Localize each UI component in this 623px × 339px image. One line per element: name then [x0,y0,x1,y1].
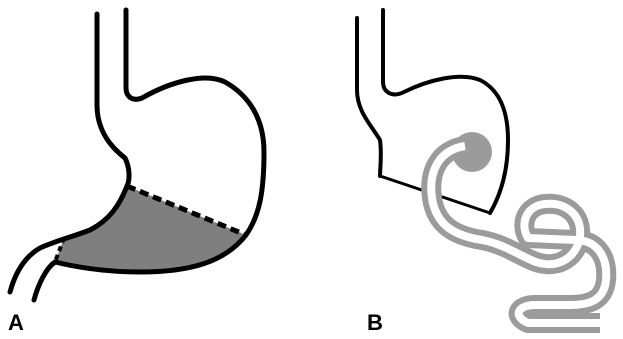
panel-b-drawing [357,10,606,323]
panel-b-label: B [367,312,383,334]
panel-a-label: A [8,312,24,334]
gastric-remnant-lesser-outline [357,18,381,176]
panel-a-drawing [10,10,264,300]
